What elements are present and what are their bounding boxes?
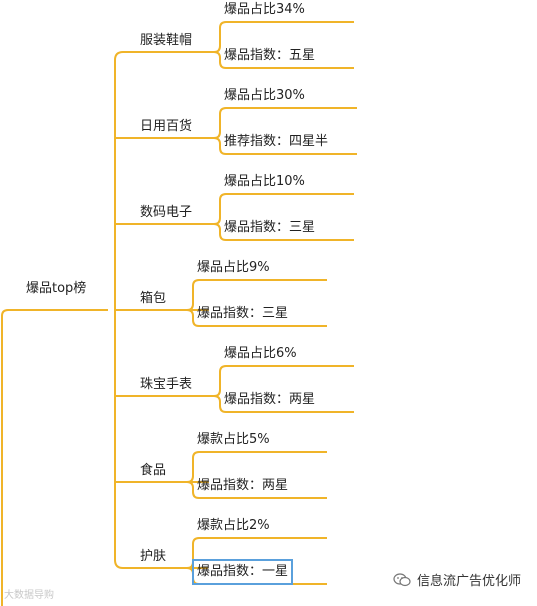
child-node[interactable]: 爆品占比34%	[224, 2, 305, 17]
category-node[interactable]: 护肤	[140, 549, 167, 564]
child-node[interactable]: 推荐指数：四星半	[224, 134, 329, 149]
category-node[interactable]: 日用百货	[140, 119, 193, 134]
child-node[interactable]: 爆品占比30%	[224, 88, 305, 103]
child-connector-bottom	[213, 395, 354, 413]
child-node[interactable]: 爆款占比5%	[197, 432, 270, 447]
child-node[interactable]: 爆品指数：五星	[224, 48, 316, 63]
child-connector-bottom	[186, 481, 327, 499]
child-connector-bottom	[213, 51, 354, 69]
child-node[interactable]: 爆款占比2%	[197, 518, 270, 533]
child-connector-bottom	[186, 567, 327, 585]
category-node[interactable]: 箱包	[140, 291, 167, 306]
child-node[interactable]: 爆品指数：两星	[224, 392, 316, 407]
child-connector-bottom	[186, 309, 327, 327]
watermark-right-text: 信息流广告优化师	[417, 574, 522, 589]
category-connector	[114, 559, 208, 569]
watermark-left: 大数据导购	[4, 590, 54, 601]
child-node[interactable]: 爆品指数：三星	[197, 306, 289, 321]
child-node[interactable]: 爆品占比10%	[224, 174, 305, 189]
child-connector-bottom	[213, 137, 357, 155]
wechat-icon	[393, 572, 411, 586]
child-node[interactable]: 爆品占比6%	[224, 346, 297, 361]
root-connector	[1, 309, 108, 606]
child-node[interactable]: 爆品占比9%	[197, 260, 270, 275]
category-connector	[114, 51, 208, 61]
category-node[interactable]: 服装鞋帽	[140, 33, 193, 48]
category-node[interactable]: 珠宝手表	[140, 377, 193, 392]
category-node[interactable]: 数码电子	[140, 205, 193, 220]
category-node[interactable]: 食品	[140, 463, 167, 478]
root-node[interactable]: 爆品top榜	[26, 281, 87, 296]
watermark-right: 信息流广告优化师	[393, 570, 521, 589]
child-connector-bottom	[213, 223, 354, 241]
child-node[interactable]: 爆品指数：两星	[197, 478, 289, 493]
child-node[interactable]: 爆品指数：一星	[191, 559, 294, 585]
child-node[interactable]: 爆品指数：三星	[224, 220, 316, 235]
